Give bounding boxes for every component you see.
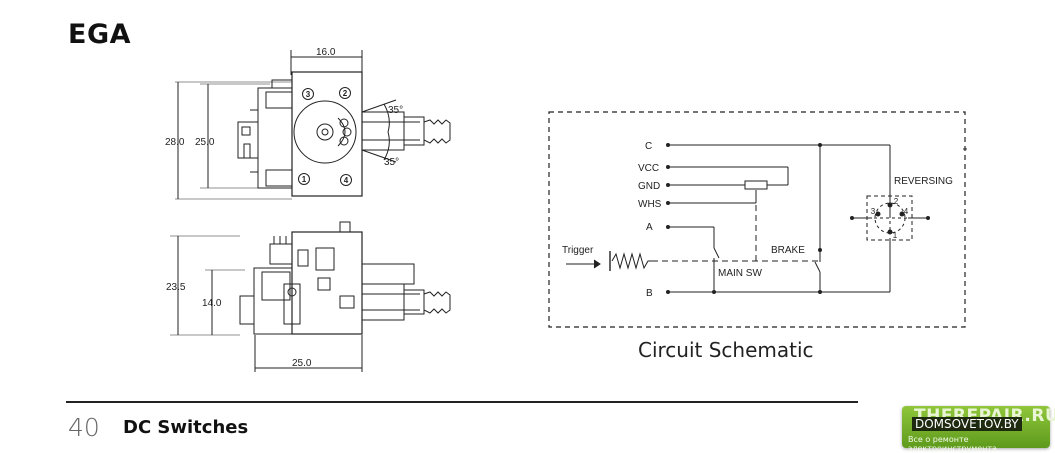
- dimension-labels: 16.0 28.0 25.0 35° 35° 23.5 14.0 25.0: [165, 47, 403, 369]
- terminal-mark-2: 2: [343, 89, 348, 98]
- dim-side-height: 23.5: [166, 282, 186, 293]
- schematic-caption: Circuit Schematic: [638, 338, 814, 362]
- watermark-sub: DOMSOVETOV.BY: [912, 417, 1022, 431]
- dim-angle-top: 35°: [388, 105, 403, 116]
- terminal-b: B: [646, 288, 653, 299]
- terminal-mark-3: 3: [306, 90, 311, 99]
- watermark-badge[interactable]: THEREPAIR.RU DOMSOVETOV.BY Все о ремонте…: [902, 406, 1055, 453]
- label-reversing: REVERSING: [894, 176, 953, 187]
- terminal-c: C: [645, 141, 652, 152]
- reversing-pin-labels: 3 2 4 1: [871, 197, 909, 240]
- terminal-gnd: GND: [638, 181, 660, 192]
- footer-divider: [66, 401, 858, 403]
- dim-height-inner: 25.0: [195, 137, 215, 148]
- reversing-pin-3: 3: [871, 207, 876, 216]
- terminal-vcc: VCC: [638, 163, 659, 174]
- label-brake: BRAKE: [771, 245, 805, 256]
- schematic-junctions: [666, 143, 930, 294]
- reversing-pin-2: 2: [894, 197, 899, 206]
- side-view-drawing: [170, 221, 451, 372]
- terminal-whs: WHS: [638, 199, 662, 210]
- section-title: DC Switches: [123, 417, 249, 438]
- dim-top-width: 16.0: [316, 47, 336, 58]
- reversing-pin-1: 1: [893, 231, 898, 240]
- schematic-labels: C VCC GND WHS A B Trigger MAIN SW BRAKE …: [562, 141, 953, 299]
- terminal-mark-4: 4: [344, 176, 349, 185]
- dim-side-width: 25.0: [292, 358, 312, 369]
- watermark-tagline: Все о ремонте электроинструмента: [908, 435, 997, 453]
- circuit-schematic: [548, 111, 967, 328]
- page-title: EGA: [68, 19, 132, 50]
- page-number: 40: [68, 413, 100, 442]
- dim-angle-bottom: 35°: [384, 157, 399, 168]
- label-trigger: Trigger: [562, 245, 594, 256]
- dim-height-outer: 28.0: [165, 137, 185, 148]
- reversing-pin-4: 4: [904, 207, 909, 216]
- dim-side-inner: 14.0: [202, 298, 222, 309]
- label-main-sw: MAIN SW: [718, 268, 762, 279]
- terminal-a: A: [646, 222, 653, 233]
- terminal-marks: 3 2 1 4: [302, 89, 349, 185]
- terminal-mark-1: 1: [302, 175, 307, 184]
- top-view-drawing: [175, 50, 451, 200]
